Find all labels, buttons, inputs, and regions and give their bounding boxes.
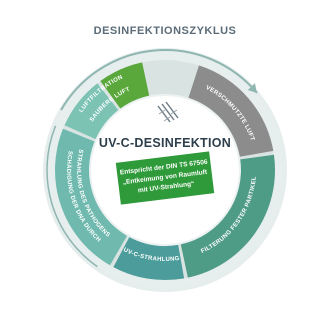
cycle-arrow-line bbox=[60, 49, 258, 111]
cycle-ring bbox=[54, 60, 275, 280]
diagram-title: DESINFEKTIONSZYKLUS bbox=[94, 25, 237, 37]
cycle-arrow-head bbox=[247, 83, 257, 93]
din-badge: Entspricht der DIN TS 67506 „Entkeimung … bbox=[115, 151, 215, 205]
badge-background bbox=[115, 151, 215, 205]
ring-segment-4 bbox=[55, 128, 127, 266]
ring-segment-1 bbox=[188, 65, 274, 157]
cycle-arrow bbox=[46, 49, 258, 268]
ring-segment-2 bbox=[180, 154, 275, 278]
uv-lamp-icon bbox=[157, 101, 179, 123]
center-title: UV-C-DESINFEKTION bbox=[99, 136, 231, 150]
ring-segment-6 bbox=[100, 62, 150, 109]
ring-segment-3 bbox=[113, 237, 185, 280]
cycle-arrow-left bbox=[46, 125, 98, 268]
ring-segment-5 bbox=[64, 83, 119, 140]
